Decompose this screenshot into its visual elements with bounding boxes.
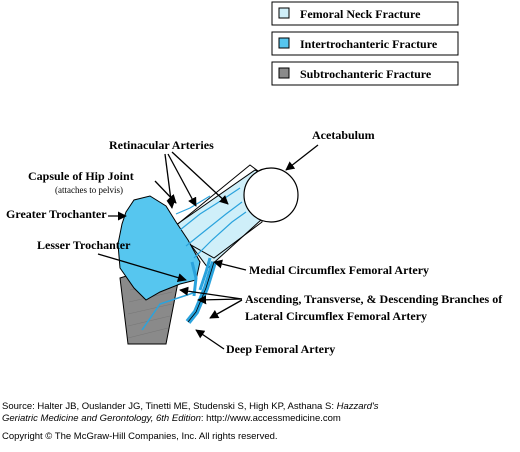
label-lateral-line1: Ascending, Transverse, & Descending Bran… <box>245 292 503 306</box>
femur-illustration <box>117 164 299 345</box>
label-acetabulum: Acetabulum <box>312 128 375 142</box>
label-greater-trochanter: Greater Trochanter <box>6 207 107 221</box>
legend: Femoral Neck Fracture Intertrochanteric … <box>271 1 459 86</box>
lateral-branch-vessel <box>141 291 197 331</box>
label-capsule-note: (attaches to pelvis) <box>55 185 123 195</box>
label-capsule: Capsule of Hip Joint <box>28 169 134 183</box>
label-lateral-line2: Lateral Circumflex Femoral Artery <box>245 309 427 323</box>
legend-label-subtrochanteric: Subtrochanteric Fracture <box>300 67 432 81</box>
leader-lines <box>97 144 319 350</box>
label-retinacular-arteries: Retinacular Arteries <box>109 138 214 152</box>
label-lesser-trochanter: Lesser Trochanter <box>37 238 131 252</box>
source-line-2: Geriatric Medicine and Gerontology, 6th … <box>2 413 341 424</box>
legend-item-subtrochanteric: Subtrochanteric Fracture <box>271 61 459 86</box>
copyright-line: Copyright © The McGraw-Hill Companies, I… <box>2 431 278 442</box>
legend-swatch-intertrochanteric <box>278 37 290 49</box>
legend-item-intertrochanteric: Intertrochanteric Fracture <box>271 31 459 56</box>
legend-swatch-subtrochanteric <box>278 67 290 79</box>
source-line-1: Source: Halter JB, Ouslander JG, Tinetti… <box>2 401 379 412</box>
legend-swatch-femoral-neck <box>278 7 290 19</box>
legend-label-femoral-neck: Femoral Neck Fracture <box>300 7 421 21</box>
femoral-head <box>243 167 299 223</box>
label-deep-femoral: Deep Femoral Artery <box>226 342 335 356</box>
legend-label-intertrochanteric: Intertrochanteric Fracture <box>300 37 438 51</box>
retinacular-arteries <box>175 187 247 259</box>
legend-item-femoral-neck: Femoral Neck Fracture <box>271 1 459 26</box>
label-medial-circumflex: Medial Circumflex Femoral Artery <box>249 263 429 277</box>
circumflex-arteries <box>190 257 212 297</box>
